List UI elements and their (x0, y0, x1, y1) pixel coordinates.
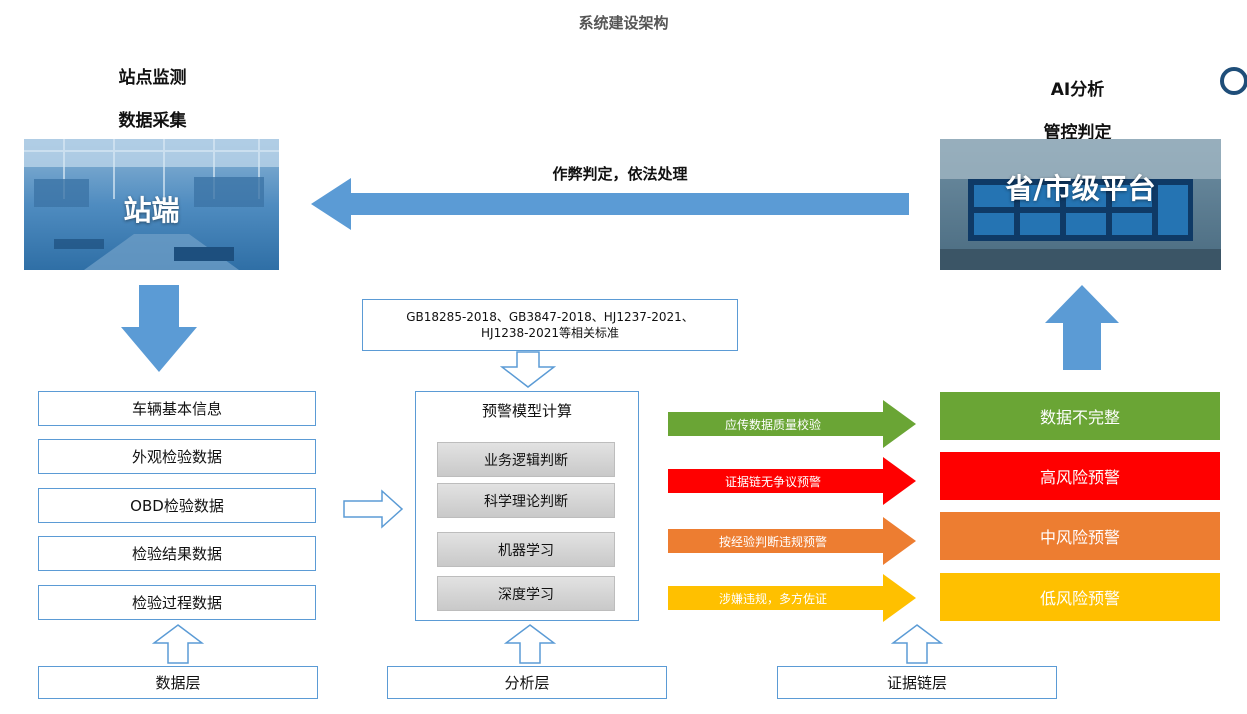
platform-up-arrow (1045, 285, 1119, 370)
right-header-line2: 管控判定 (1043, 123, 1112, 143)
standards-down-arrow (500, 351, 556, 388)
feedback-left-arrow (311, 178, 909, 230)
standards-line1: GB18285-2018、GB3847-2018、HJ1237-2021、 (406, 310, 694, 324)
result-low-risk: 低风险预警 (940, 573, 1220, 621)
warning-arrow-high: 证据链无争议预警 (668, 457, 918, 505)
evidence-layer-box: 证据链层 (777, 666, 1057, 699)
station-photo: 站端 (24, 139, 279, 270)
model-box: 预警模型计算 业务逻辑判断 科学理论判断 机器学习 深度学习 (415, 391, 639, 621)
result-medium-risk: 中风险预警 (940, 512, 1220, 560)
station-down-arrow (121, 285, 197, 372)
data-to-model-arrow (343, 489, 404, 529)
warning-label-quality: 应传数据质量校验 (724, 417, 821, 432)
platform-photo: 省/市级平台 (940, 139, 1221, 270)
standards-line2: HJ1238-2021等相关标准 (481, 326, 619, 340)
station-hall-image (24, 139, 279, 270)
analysis-layer-box: 分析层 (387, 666, 667, 699)
platform-label: 省/市级平台 (1005, 172, 1156, 205)
left-header-line1: 站点监测 (118, 68, 187, 88)
right-header-line1: AI分析 (1050, 80, 1105, 100)
warning-arrow-medium: 按经验判断违规预警 (668, 517, 918, 565)
data-layer-up-arrow (152, 624, 204, 664)
result-incomplete: 数据不完整 (940, 392, 1220, 440)
method-machine-learning: 机器学习 (437, 532, 615, 567)
control-room-image (940, 139, 1221, 270)
standards-box: GB18285-2018、GB3847-2018、HJ1237-2021、 HJ… (362, 299, 738, 351)
station-label: 站端 (123, 194, 180, 227)
analysis-layer-up-arrow (504, 624, 556, 664)
data-layer-box: 数据层 (38, 666, 318, 699)
feedback-arrow-label: 作弊判定，依法处理 (552, 165, 688, 183)
diagram-title: 系统建设架构 (578, 14, 669, 32)
data-item-appearance: 外观检验数据 (38, 439, 316, 474)
warning-label-high: 证据链无争议预警 (724, 474, 821, 489)
data-item-vehicle-info: 车辆基本信息 (38, 391, 316, 426)
warning-arrow-low: 涉嫌违规，多方佐证 (668, 574, 918, 622)
data-item-result: 检验结果数据 (38, 536, 316, 571)
warning-label-low: 涉嫌违规，多方佐证 (718, 591, 827, 606)
left-header-line2: 数据采集 (118, 111, 187, 131)
result-high-risk: 高风险预警 (940, 452, 1220, 500)
warning-label-medium: 按经验判断违规预警 (718, 534, 827, 549)
edge-circle-icon (1220, 67, 1247, 95)
evidence-layer-up-arrow (891, 624, 943, 664)
warning-arrow-quality: 应传数据质量校验 (668, 400, 918, 448)
method-scientific-theory: 科学理论判断 (437, 483, 615, 518)
method-deep-learning: 深度学习 (437, 576, 615, 611)
data-item-process: 检验过程数据 (38, 585, 316, 620)
method-business-logic: 业务逻辑判断 (437, 442, 615, 477)
data-item-obd: OBD检验数据 (38, 488, 316, 523)
model-title: 预警模型计算 (481, 402, 572, 420)
